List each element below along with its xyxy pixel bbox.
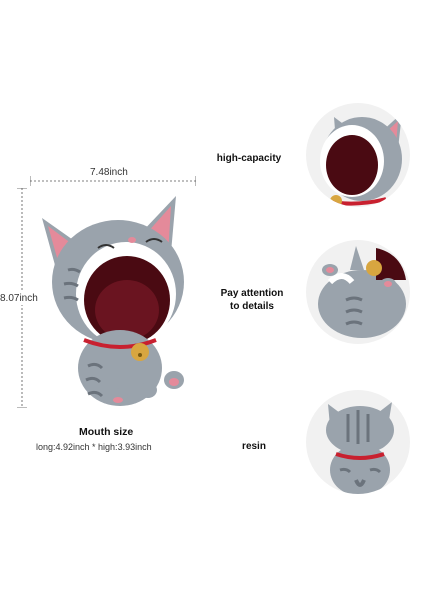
- feature-label-details-line2: to details: [230, 301, 274, 312]
- feature-label-details: Pay attention to details: [206, 288, 298, 312]
- detail-circle-resin: [306, 390, 410, 494]
- feature-label-high-capacity: high-capacity: [216, 153, 282, 164]
- feature-label-details-line1: Pay attention: [220, 288, 284, 299]
- detail-circle-high-capacity: [306, 103, 410, 207]
- width-label: 7.48inch: [88, 167, 130, 178]
- mouth-size-dimensions: long:4.92inch * high:3.93inch: [36, 442, 152, 452]
- detail-circle-details: [306, 240, 410, 344]
- feature-label-resin: resin: [242, 441, 266, 452]
- mouth-size-title: Mouth size: [79, 426, 134, 438]
- mouth-size-caption: Mouth size long:4.92inch * high:3.93inch: [36, 426, 216, 452]
- cat-figurine-main: [28, 190, 200, 410]
- height-dimension: [17, 187, 27, 409]
- height-label: 8.07inch: [0, 292, 38, 305]
